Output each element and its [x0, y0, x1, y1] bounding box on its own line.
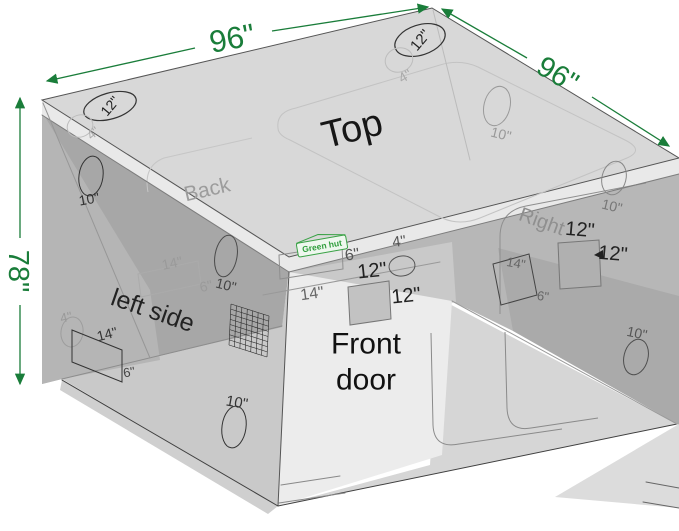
right-wall-inset-outline [499, 182, 647, 314]
mesh-line [255, 312, 259, 354]
inset-outlines [146, 61, 647, 446]
floor-flap-outline-2 [504, 331, 599, 430]
port-4-topleft-circle [66, 114, 94, 138]
port-circles [60, 23, 649, 449]
vent-12-front-square [347, 280, 392, 326]
dim-width-line-b [271, 3, 430, 32]
skirt-seam-left-2 [278, 492, 346, 504]
mesh-line [244, 309, 248, 351]
port-12-front-right-label: 12" [390, 284, 421, 309]
dimension-arrows [14, 3, 671, 386]
port-12-right-side-label: 12" [597, 242, 628, 266]
mesh-line [230, 313, 269, 327]
mesh-line [234, 305, 237, 347]
right-floor-seam [451, 300, 678, 425]
vent-rect-right [492, 253, 538, 306]
dim-depth-line-a [440, 8, 528, 59]
front-door-face [278, 272, 452, 506]
front-corner-edge [277, 271, 290, 507]
vent-14-leftint-label: 14" [160, 253, 183, 273]
dim-width-line-a [45, 47, 196, 84]
port-10-right-upper-circle [482, 85, 512, 127]
port-10-floor-label: 10" [225, 392, 250, 413]
port-12-right-top-label: 12" [564, 218, 595, 242]
interior-corner-back-left [42, 102, 151, 359]
floor-face [278, 299, 677, 506]
port-4-apex-circle [384, 47, 414, 73]
port-10-leftwall-circle [78, 155, 104, 197]
arrow-marker-right-vent [594, 250, 603, 259]
front-door-label-line1: Front [331, 328, 402, 361]
mesh-line [239, 307, 243, 349]
top-frame-band [42, 100, 679, 272]
mesh-line [228, 303, 232, 346]
vent-slot-leftint [137, 260, 202, 298]
vent-14-leftwall-label: 14" [95, 324, 119, 345]
dim-height-label: 78" [2, 250, 34, 293]
mesh-line [230, 308, 269, 322]
port-12-topleft-circle [83, 90, 137, 122]
vent-12-right-square [557, 239, 602, 290]
vent-6-leftint-label: 6" [198, 277, 214, 295]
brand-logo-frame [295, 234, 349, 258]
port-4-leftwall-label: 4" [59, 308, 74, 325]
right-skirt [555, 424, 679, 508]
mesh-line [261, 314, 264, 356]
front-door-label-line2: door [336, 364, 396, 397]
mesh-line [229, 339, 268, 353]
port-4-front-label: 4" [391, 232, 407, 251]
port-10-right-upper-label: 10" [489, 124, 513, 145]
mesh-line [230, 303, 270, 317]
port-10-leftint-circle [214, 234, 238, 278]
port-10-leftwall-label: 10" [77, 189, 100, 208]
dim-depth-line-b [591, 96, 671, 147]
port-10-right-lower-label: 10" [625, 323, 648, 343]
port-12-apex-circle [394, 23, 446, 57]
vent-14-front-label: 14" [299, 284, 325, 304]
mesh-line [228, 344, 268, 358]
back-wall-outline [146, 137, 253, 193]
mesh-line [229, 324, 269, 337]
floor-flap-outline-1 [430, 332, 563, 446]
left-skirt [60, 380, 278, 514]
port-4-front-oval [388, 255, 416, 277]
vent-rect-leftwall [71, 329, 123, 383]
brand-logo: Green hut [295, 234, 349, 258]
mesh-line [230, 319, 269, 332]
port-12-front-top-label: 12" [356, 259, 387, 284]
mesh-line [229, 329, 268, 342]
skirt-seam-left-1 [280, 475, 341, 486]
vent-6-front-label: 6" [344, 246, 361, 265]
port-10-leftint-label: 10" [214, 275, 238, 296]
right-wall-face [289, 173, 679, 425]
top-face [40, 7, 679, 258]
floor-front-edge [61, 379, 678, 507]
port-4-leftwall-circle [60, 316, 84, 348]
mesh-line [229, 334, 268, 348]
dim-width-label: 96" [206, 17, 257, 60]
right-wall-shadow [498, 248, 679, 425]
port-10-floor-circle [221, 405, 247, 449]
skirt-seam-right-1 [645, 481, 679, 489]
top-inset-outline [277, 61, 636, 223]
interior-corner-back-right [432, 9, 471, 161]
mesh-vent-grid [228, 303, 270, 358]
front-header-seam [262, 261, 441, 296]
left-wall-outer-strip [42, 112, 160, 384]
mesh-line [250, 310, 254, 352]
vent-6-right-label: 6" [536, 288, 550, 305]
vent-14-right-label: 14" [505, 254, 527, 272]
mesh-line [266, 315, 270, 358]
vent-6-leftwall-label: 6" [122, 364, 137, 381]
brand-logo-roof-icon [295, 234, 346, 244]
skirt-seam-right-2 [642, 501, 679, 509]
vents [71, 239, 603, 383]
port-10-right-mid-label: 10" [600, 196, 624, 217]
tent-faces [40, 7, 679, 514]
port-10-right-mid-circle [601, 160, 627, 196]
port-10-right-lower-circle [623, 338, 649, 376]
